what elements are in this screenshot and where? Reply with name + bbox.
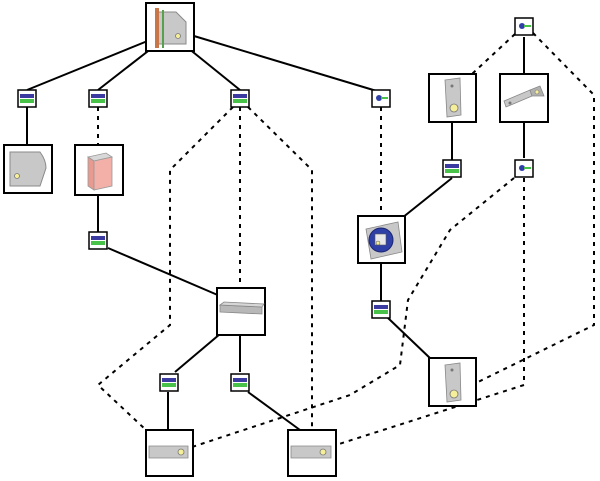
disc-assembly-node[interactable] (357, 215, 406, 264)
upright-link-node[interactable] (428, 73, 477, 123)
edge-middle-bar-op6 (174, 333, 221, 373)
edge-op11-bottom-left (191, 177, 515, 448)
flat-bar-icon (218, 301, 265, 315)
bottom-right-bar-node[interactable] (287, 429, 337, 477)
op-6-node[interactable] (159, 373, 179, 392)
op-10-node[interactable] (514, 17, 534, 36)
edge-op10-lower-link (475, 32, 595, 384)
op-4-node[interactable] (371, 89, 391, 108)
edge-root-op3 (187, 47, 241, 91)
operation-icon (91, 94, 105, 103)
operation-icon (162, 378, 176, 387)
edge-op9-disc (401, 177, 453, 219)
op-8-node[interactable] (371, 300, 391, 319)
bar-with-hole-icon (290, 445, 332, 459)
operation-icon (20, 94, 34, 103)
plate-with-slots-icon (155, 8, 187, 48)
operation-icon (91, 236, 105, 245)
edge-root-op4 (193, 35, 381, 93)
edge-root-op1 (26, 39, 151, 91)
edge-op3-bottom-left (96, 106, 234, 431)
operation-icon (233, 378, 247, 387)
bar-with-hole-icon (148, 445, 189, 459)
edge-op5-middle-bar (107, 247, 221, 297)
op-9-node[interactable] (442, 159, 462, 178)
operation-icon (233, 94, 247, 103)
pink-block-icon (86, 152, 114, 191)
lower-link-node[interactable] (428, 357, 477, 407)
pin-operation-icon (519, 165, 531, 171)
edge-op8-lower-link (387, 317, 433, 361)
upright-link-icon (444, 362, 462, 403)
operation-icon (374, 305, 388, 314)
op-11-node[interactable] (514, 159, 534, 178)
blue-disc-icon (365, 221, 403, 260)
angled-bracket-icon (503, 85, 545, 108)
pin-operation-icon (519, 23, 531, 29)
left-plate-node[interactable] (3, 144, 53, 194)
pink-block-node[interactable] (74, 144, 124, 196)
edge-op3-bottom-right (247, 106, 313, 430)
root-part-node[interactable] (145, 2, 195, 52)
op-7-node[interactable] (230, 373, 250, 392)
middle-bar-node[interactable] (216, 287, 266, 336)
op-3-node[interactable] (230, 89, 250, 108)
op-1-node[interactable] (17, 89, 37, 108)
bottom-left-bar-node[interactable] (145, 429, 194, 477)
edges (26, 32, 595, 448)
upright-link-icon (444, 77, 462, 118)
op-5-node[interactable] (88, 231, 108, 250)
pin-operation-icon (376, 95, 388, 101)
angled-bracket-node[interactable] (499, 73, 549, 123)
edge-op7-bottom-right (247, 391, 301, 431)
rounded-plate-icon (9, 151, 47, 187)
edge-op10-upright (471, 33, 516, 75)
operation-icon (445, 164, 459, 173)
op-2-node[interactable] (88, 89, 108, 108)
edge-op11-bottom-right (335, 178, 525, 446)
edge-root-op2 (97, 47, 153, 91)
